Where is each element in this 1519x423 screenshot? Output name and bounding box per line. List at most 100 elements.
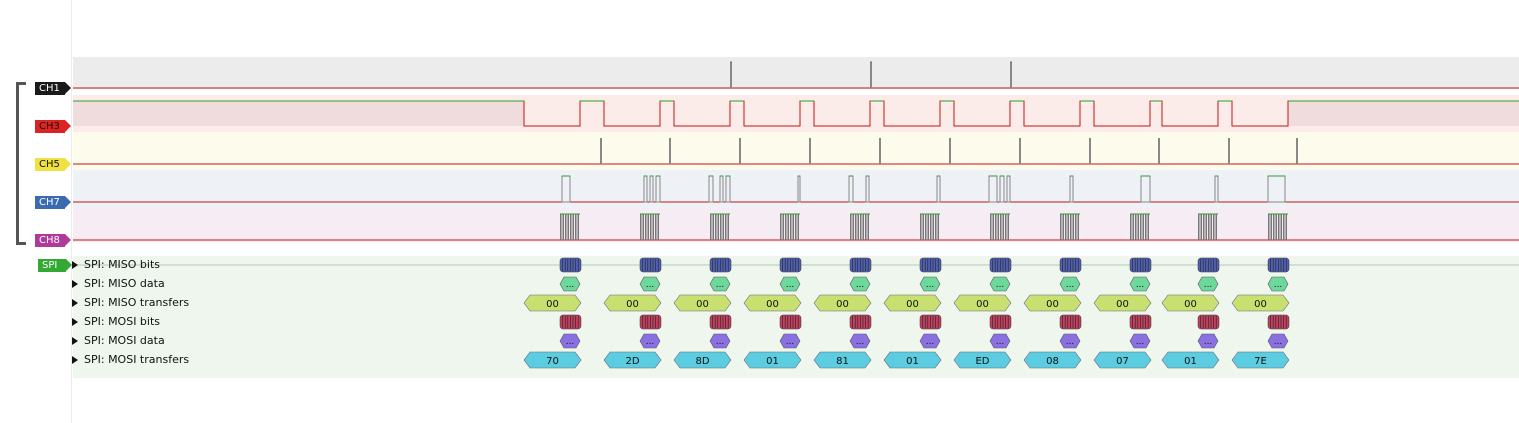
mosi-data-item[interactable] (919, 333, 941, 349)
miso-transfer[interactable] (813, 294, 872, 312)
mosi-data-item[interactable] (1059, 333, 1081, 349)
mosi-transfer[interactable] (1161, 351, 1220, 369)
miso-transfer[interactable] (603, 294, 662, 312)
mosi-transfer[interactable] (1093, 351, 1152, 369)
miso-data-item[interactable] (559, 276, 581, 292)
ch5-pulse (1296, 138, 1298, 164)
ch8-clock-edge (1275, 214, 1277, 240)
miso-data-item[interactable] (1129, 276, 1151, 292)
mosi-transfer-value: 70 (546, 356, 559, 367)
mosi-transfer-value: 2D (625, 356, 639, 367)
ch8-clock-edge (575, 214, 577, 240)
channel-tag-ch5[interactable]: CH5 (35, 158, 71, 171)
mosi-transfer[interactable] (1231, 351, 1290, 369)
ch1-pulse (1010, 62, 1012, 88)
channel-tag-ch7[interactable]: CH7 (35, 196, 71, 209)
mosi-data-item-text: ... (1066, 337, 1075, 347)
ch8-clock-edge (850, 214, 852, 240)
ch5-pulse (600, 138, 602, 164)
channel-tag-label: CH3 (39, 121, 60, 132)
ch8-clock-edge (1137, 214, 1139, 240)
mosi-data-item-text: ... (786, 337, 795, 347)
mosi-transfer-value: 01 (906, 356, 919, 367)
decoder-tag-arrow (66, 259, 72, 271)
mosi-data-item[interactable] (639, 333, 661, 349)
mosi-data-item[interactable] (849, 333, 871, 349)
ch8-clock-edge (1285, 214, 1287, 240)
mosi-transfer[interactable] (523, 351, 582, 369)
ch8-clock-edge (785, 214, 787, 240)
expand-miso-transfers-icon[interactable] (72, 299, 78, 307)
ch8-clock-edge (1140, 214, 1142, 240)
miso-data-item[interactable] (1059, 276, 1081, 292)
mosi-transfer[interactable] (603, 351, 662, 369)
ch3-idle-shade (73, 101, 524, 126)
miso-data-item[interactable] (919, 276, 941, 292)
channel-tag-arrow (65, 234, 71, 246)
decoder-tag-spi[interactable]: SPI (38, 259, 72, 272)
row-label-miso-transfers: SPI: MISO transfers (84, 296, 190, 309)
ch8-clock-edge (932, 214, 934, 240)
miso-transfer[interactable] (1093, 294, 1152, 312)
channel-tag-ch3[interactable]: CH3 (35, 120, 71, 133)
decoder-tag-label: SPI (42, 260, 58, 271)
miso-data-item-text: ... (856, 280, 865, 290)
channel-tag-ch8[interactable]: CH8 (35, 234, 71, 247)
mosi-data-item[interactable] (989, 333, 1011, 349)
ch5-pulse (1019, 138, 1021, 164)
miso-transfer[interactable] (673, 294, 732, 312)
mosi-transfer[interactable] (743, 351, 802, 369)
ch8-clock-edge (1075, 214, 1077, 240)
ch8-clock-edge (925, 214, 927, 240)
mosi-transfer[interactable] (813, 351, 872, 369)
miso-data-item[interactable] (779, 276, 801, 292)
mosi-data-item[interactable] (1267, 333, 1289, 349)
expand-miso-bits-icon[interactable] (72, 261, 78, 269)
channel-tag-arrow (65, 158, 71, 170)
ch8-clock-edge (855, 214, 857, 240)
channel-group-bracket[interactable] (16, 82, 26, 245)
mosi-data-item[interactable] (779, 333, 801, 349)
mosi-data-item[interactable] (559, 333, 581, 349)
expand-mosi-bits-icon[interactable] (72, 318, 78, 326)
ch8-clock-edge (930, 214, 932, 240)
ch8-clock-edge (727, 214, 729, 240)
ch8-clock-edge (560, 214, 562, 240)
mosi-transfer[interactable] (883, 351, 942, 369)
mosi-transfer[interactable] (1023, 351, 1082, 369)
miso-data-item[interactable] (639, 276, 661, 292)
ch8-clock-edge (642, 214, 644, 240)
miso-transfer[interactable] (1231, 294, 1290, 312)
miso-data-item[interactable] (1197, 276, 1219, 292)
mosi-data-item-text: ... (856, 337, 865, 347)
miso-transfer[interactable] (883, 294, 942, 312)
miso-transfer[interactable] (953, 294, 1012, 312)
mosi-data-item[interactable] (1197, 333, 1219, 349)
ch1-pulse (730, 62, 732, 88)
expand-mosi-transfers-icon[interactable] (72, 356, 78, 364)
ch3-idle-shade (1288, 101, 1519, 126)
mosi-transfer[interactable] (673, 351, 732, 369)
mosi-transfer-value: 8D (695, 356, 709, 367)
miso-data-item[interactable] (849, 276, 871, 292)
miso-data-item[interactable] (1267, 276, 1289, 292)
channel-tag-ch1[interactable]: CH1 (35, 82, 71, 95)
miso-transfer[interactable] (1023, 294, 1082, 312)
ch8-clock-edge (860, 214, 862, 240)
mosi-data-item[interactable] (709, 333, 731, 349)
miso-transfer[interactable] (1161, 294, 1220, 312)
ch8-clock-edge (562, 214, 564, 240)
miso-data-item-text: ... (566, 280, 575, 290)
mosi-data-item[interactable] (1129, 333, 1151, 349)
expand-mosi-data-icon[interactable] (72, 337, 78, 345)
miso-transfer-value: 00 (906, 299, 919, 310)
miso-transfer[interactable] (523, 294, 582, 312)
miso-transfer[interactable] (743, 294, 802, 312)
ch8-clock-edge (797, 214, 799, 240)
expand-miso-data-icon[interactable] (72, 280, 78, 288)
ch8-clock-edge (1077, 214, 1079, 240)
miso-data-item[interactable] (709, 276, 731, 292)
miso-data-item[interactable] (989, 276, 1011, 292)
mosi-transfer[interactable] (953, 351, 1012, 369)
